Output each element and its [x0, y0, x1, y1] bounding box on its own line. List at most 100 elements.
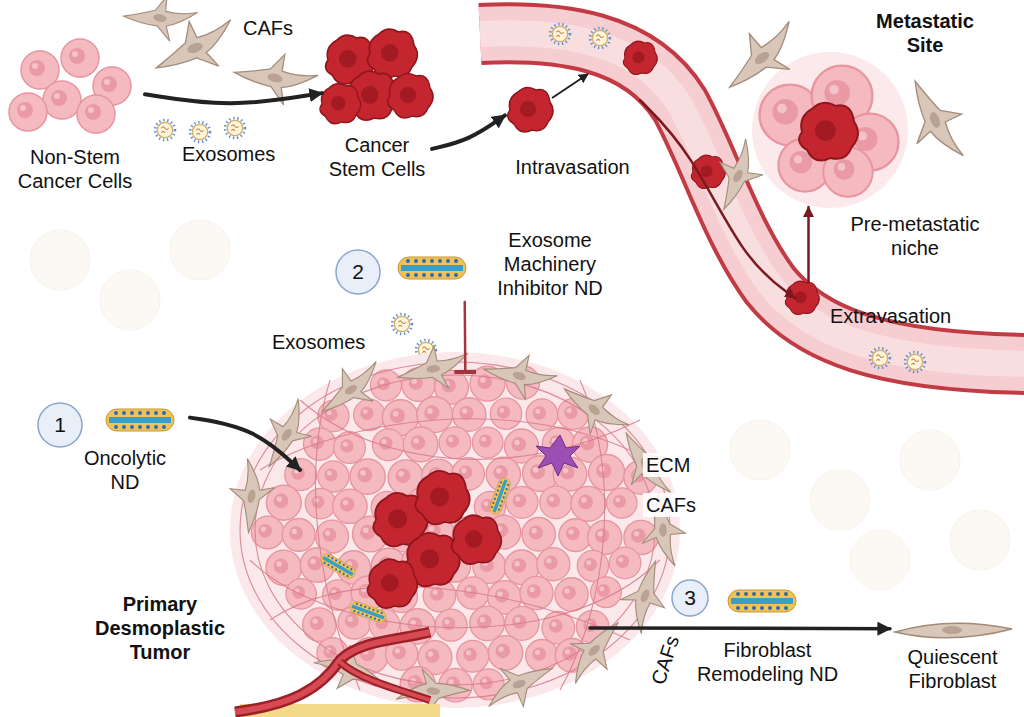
- callout-number: 1: [38, 403, 82, 447]
- tumor-cells: [488, 636, 522, 670]
- tumor-cells: [305, 488, 336, 519]
- node-label: Extravasation: [830, 304, 1020, 328]
- tumor-blood-vessel: [340, 662, 430, 700]
- tumor-fibroblasts: [222, 456, 280, 535]
- intravasating-cell: [508, 87, 553, 132]
- background-cells: [850, 530, 910, 590]
- non-stem-cells: [9, 93, 47, 131]
- tumor-cells: [350, 459, 385, 494]
- tumor-cells: [490, 398, 521, 429]
- released-exosomes: [392, 314, 412, 334]
- inhibition-line: [464, 302, 467, 372]
- tumor-fibroblasts: [479, 343, 561, 407]
- tumor-fibroblasts: [247, 392, 325, 476]
- vesicle-label: Exosomes: [182, 142, 275, 166]
- tumor-illustration: [415, 471, 469, 524]
- node-label: Fibroblast Remodeling ND: [690, 638, 845, 686]
- callout-circles: [38, 403, 82, 447]
- top-fibroblasts: [121, 0, 321, 112]
- background-cells: [100, 270, 160, 330]
- cell-label: CAFs: [643, 493, 699, 517]
- metastatic-cluster: [897, 70, 976, 169]
- stem-cell-cluster: [320, 84, 361, 124]
- immune-cell: [536, 435, 580, 476]
- tumor-cells: [559, 519, 592, 552]
- tumor-blood-vessel: [235, 632, 430, 712]
- node-label: Quiescent Fibroblast: [890, 645, 1015, 693]
- blood-vessel: [623, 41, 657, 74]
- cell-population: Non-Stem Cancer Cells: [5, 40, 145, 195]
- tumor-blood-vessel: [235, 632, 440, 717]
- stem-cell-cluster: [368, 29, 418, 78]
- tumor-fibroblasts: [611, 554, 680, 637]
- callout-number: 2: [336, 250, 380, 294]
- tumor-blood-vessel: [340, 662, 430, 700]
- nanodisc-icons: [106, 409, 174, 431]
- background-cells: [810, 470, 870, 530]
- tumor-cells: [506, 486, 538, 518]
- tumor-cells: [607, 488, 637, 518]
- flow-arrow: [640, 100, 795, 298]
- cell-label: CAFs: [646, 633, 684, 688]
- node-label: Cancer Stem Cells: [322, 133, 432, 181]
- tumor-cells: [537, 548, 570, 581]
- stem-cell-cluster: [320, 29, 433, 124]
- cell-node: Quiescent Fibroblast: [890, 610, 1015, 695]
- stem-cell-cluster: [388, 73, 433, 118]
- process-node: Extravasation: [795, 282, 1020, 328]
- tumor-cells: [251, 366, 658, 702]
- flow-arrow: [190, 418, 300, 470]
- node-label: Exosome Machinery Inhibitor ND: [485, 228, 615, 300]
- tumor-fibroblasts: [479, 653, 561, 717]
- tumor-cells: [303, 428, 335, 460]
- tumor-node: Primary Desmoplastic Tumor: [300, 372, 590, 652]
- node-label: Intravasation: [505, 155, 640, 179]
- node-label: Oncolytic ND: [70, 446, 180, 494]
- metastatic-cluster: [752, 52, 908, 208]
- blood-vessel: [870, 348, 890, 368]
- tumor-cells: [589, 455, 625, 491]
- tumor-cells: [526, 399, 558, 431]
- quiescent-fibroblast: [895, 623, 1012, 638]
- nanodisc-icons: [398, 257, 466, 279]
- tumor-cells: [609, 547, 641, 579]
- flow-arrow: [432, 115, 505, 149]
- metastatic-cluster: [701, 134, 775, 218]
- top-fibroblasts: [121, 0, 199, 45]
- tumor-fibroblasts: [395, 343, 471, 394]
- top-exosomes: [155, 118, 245, 142]
- blood-vessel: [691, 155, 725, 188]
- node-label: Non-Stem Cancer Cells: [5, 145, 145, 193]
- blood-vessel: [905, 352, 925, 372]
- background-cells: [30, 230, 90, 290]
- background-cells: [170, 220, 230, 280]
- matrix-label: ECM: [643, 453, 693, 477]
- tumor-fibroblasts: [309, 352, 393, 426]
- tumor-cells: [540, 486, 572, 518]
- nanodisc-icons: [728, 590, 796, 612]
- nanodisc-node: Oncolytic ND: [65, 398, 190, 496]
- intravasating-cell: [552, 74, 588, 98]
- tumor-cells: [472, 427, 503, 458]
- intravasating-cell: [508, 74, 588, 132]
- tumor-illustration: [230, 352, 680, 708]
- top-exosomes: [155, 120, 175, 140]
- background-cells: [900, 430, 960, 490]
- top-exosomes: [225, 118, 245, 138]
- tumor-cells: [439, 427, 471, 459]
- tumor-cells: [452, 398, 486, 432]
- quiescent-fibroblast: [942, 626, 962, 634]
- tumor-illustration: [488, 476, 512, 515]
- tumor-cells: [372, 429, 404, 461]
- tumor-fibroblasts: [553, 369, 636, 450]
- tumor-cells: [571, 486, 606, 521]
- tumor-cells: [286, 579, 317, 610]
- process-node: Intravasation: [505, 80, 640, 181]
- tumor-cells: [354, 399, 385, 430]
- blood-vessel: [480, 33, 1024, 364]
- node-heading: Primary Desmoplastic Tumor: [80, 592, 240, 664]
- cell-label: CAFs: [243, 16, 293, 40]
- site-node: Metastatic Site: [735, 5, 980, 207]
- tumor-cells: [318, 461, 349, 492]
